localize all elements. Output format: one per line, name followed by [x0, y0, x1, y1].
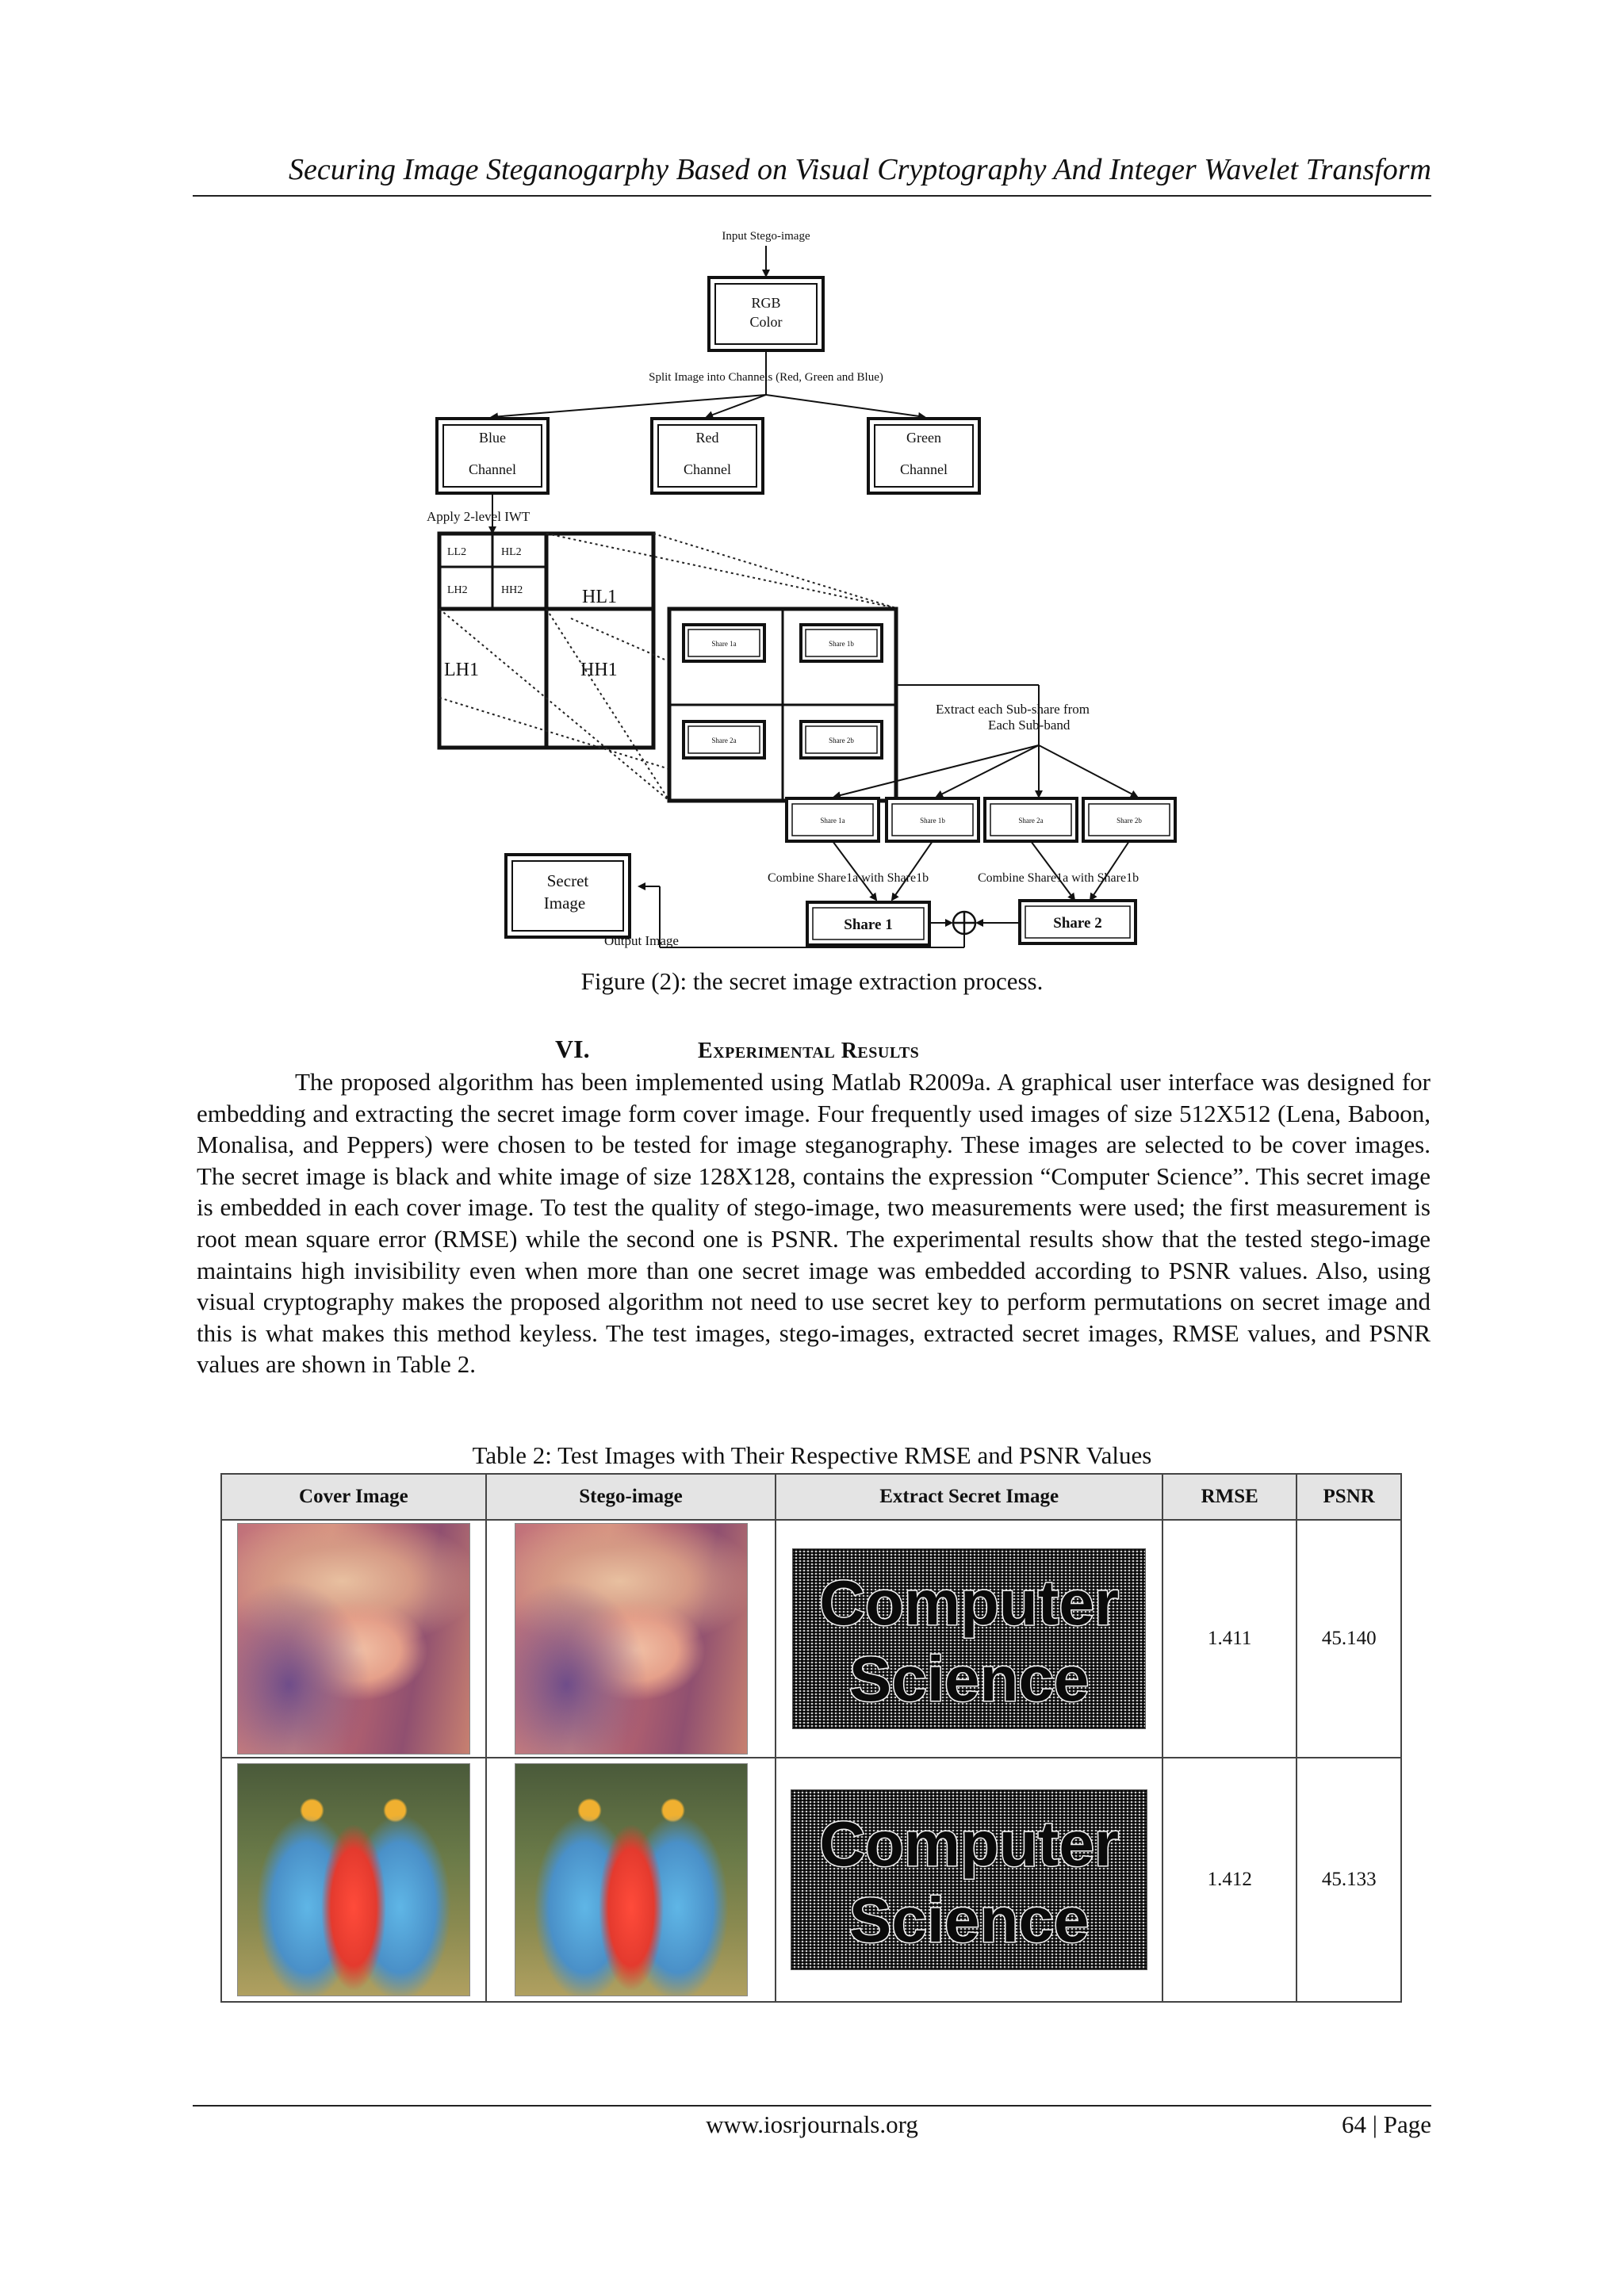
body-text: The proposed algorithm has been implemen…	[197, 1066, 1431, 1380]
input-label: Input Stego-image	[722, 230, 810, 243]
extract-label-2: Each Sub-band	[988, 718, 1071, 733]
secret-image-box: Secret Image	[504, 853, 631, 939]
subband-shares-grid: Share 1a Share 1b Share 2a Share 2b	[667, 607, 898, 803]
hl2-label: HL2	[501, 546, 522, 558]
row-share-1a-label: Share 1a	[820, 817, 845, 825]
rgb-label: RGB	[751, 295, 780, 311]
table-row: Computer Science 1.411 45.140	[220, 1519, 1402, 1758]
psnr-cell: 45.133	[1296, 1757, 1402, 2003]
cover-image-cell	[220, 1519, 487, 1758]
combine-label-2: Combine Share1a with Share1b	[978, 871, 1139, 885]
stego-image-cell	[485, 1757, 777, 2003]
cover-image-cell	[220, 1757, 487, 2003]
secret-text-line-1: Computer	[818, 1808, 1120, 1881]
footer-page-number: 64 | Page	[1342, 2110, 1431, 2138]
row-share-2a-label: Share 2a	[1018, 817, 1043, 825]
share-2a-label: Share 2a	[711, 737, 736, 744]
lh1-label: LH1	[444, 660, 479, 680]
header-cover-image: Cover Image	[220, 1473, 487, 1521]
table-header-row: Cover Image Stego-image Extract Secret I…	[220, 1473, 1402, 1521]
running-header-title: Securing Image Steganogarphy Based on Vi…	[288, 153, 1431, 186]
share-1-label: Share 1	[844, 916, 892, 933]
header-stego-image: Stego-image	[485, 1473, 777, 1521]
table-row: Computer Science 1.412 45.133	[220, 1757, 1402, 2003]
apply-iwt-label: Apply 2-level IWT	[427, 509, 530, 524]
red-label: Red	[696, 430, 719, 446]
secret-label: Secret	[547, 871, 589, 890]
blue-label: Blue	[479, 430, 506, 446]
secret-image-cell: Computer Science	[775, 1519, 1164, 1758]
green-channel-label: Channel	[900, 461, 948, 477]
green-label: Green	[906, 430, 941, 446]
psnr-cell: 45.140	[1296, 1519, 1402, 1758]
hh1-label: HH1	[580, 660, 618, 680]
row-share-2b-label: Share 2b	[1116, 817, 1142, 825]
hl1-label: HL1	[582, 587, 617, 607]
header-rmse: RMSE	[1162, 1473, 1298, 1521]
extracted-secret-image: Computer Science	[792, 1548, 1147, 1729]
lena-stego-image	[514, 1523, 748, 1755]
extracted-secret-image: Computer Science	[791, 1789, 1148, 1970]
split-channels-label: Split Image into Channels (Red, Green an…	[649, 371, 883, 384]
share-2-box: Share 2	[1018, 899, 1137, 945]
section-title: Experimental Results	[698, 1039, 920, 1063]
share-1-box: Share 1	[806, 901, 931, 947]
section-number: VI.	[555, 1035, 590, 1063]
stego-image-cell	[485, 1519, 777, 1758]
combine-label-1: Combine Share1a with Share1b	[768, 871, 929, 885]
extract-label-1: Extract each Sub-share from	[936, 702, 1090, 717]
extraction-process-diagram: Input Stego-image RGB Color Split Image …	[427, 230, 1177, 948]
rgb-color-box: RGB Color	[707, 276, 825, 352]
rmse-cell: 1.412	[1162, 1757, 1298, 2003]
header-extract-secret-image: Extract Secret Image	[775, 1473, 1164, 1521]
blue-channel-label: Channel	[469, 461, 516, 477]
footer-rule	[193, 2105, 1431, 2107]
image-label: Image	[544, 894, 585, 913]
share-1b-label: Share 1b	[829, 640, 854, 648]
red-channel-label: Channel	[684, 461, 731, 477]
header-psnr: PSNR	[1296, 1473, 1402, 1521]
xor-operator-icon	[952, 910, 977, 936]
ll2-label: LL2	[447, 546, 466, 558]
red-channel-box: Red Channel	[650, 417, 764, 495]
blue-channel-box: Blue Channel	[435, 417, 550, 495]
extracted-shares-row: Share 1a Share 1b Share 2a Share 2b	[785, 797, 1177, 843]
section-heading: VI. Experimental Results	[555, 1035, 919, 1064]
color-label: Color	[749, 314, 782, 330]
share-2-label: Share 2	[1053, 915, 1101, 932]
table-caption: Table 2: Test Images with Their Respecti…	[472, 1441, 1152, 1469]
secret-text-line-2: Science	[848, 1643, 1090, 1716]
hh2-label: HH2	[501, 584, 523, 596]
lena-cover-image	[236, 1523, 470, 1755]
rmse-cell: 1.411	[1162, 1519, 1298, 1758]
secret-image-cell: Computer Science	[775, 1757, 1164, 2003]
running-header: Securing Image Steganogarphy Based on Vi…	[193, 151, 1431, 197]
green-channel-box: Green Channel	[867, 417, 981, 495]
body-paragraph: The proposed algorithm has been implemen…	[197, 1068, 1431, 1379]
share-2b-label: Share 2b	[829, 737, 854, 744]
share-1a-label: Share 1a	[711, 640, 736, 648]
secret-text-line-1: Computer	[818, 1567, 1120, 1640]
results-table: Cover Image Stego-image Extract Secret I…	[220, 1473, 1402, 2003]
iwt-subbands: LL2 HL2 LH2 HH2 HL1 LH1 HH1	[437, 531, 656, 750]
lh2-label: LH2	[447, 584, 468, 596]
row-share-1b-label: Share 1b	[920, 817, 945, 825]
secret-text-line-2: Science	[848, 1884, 1090, 1957]
footer-url: www.iosrjournals.org	[706, 2110, 918, 2138]
figure-caption: Figure (2): the secret image extraction …	[580, 967, 1044, 995]
baboon-stego-image	[514, 1763, 748, 1996]
baboon-cover-image	[236, 1763, 470, 1996]
